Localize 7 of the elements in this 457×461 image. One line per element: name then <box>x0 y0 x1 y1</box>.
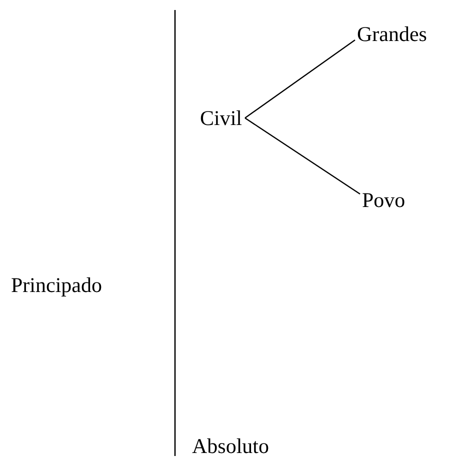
node-label: Principado <box>11 273 102 297</box>
node-label: Absoluto <box>192 434 270 458</box>
node-label: Civil <box>200 106 242 130</box>
node-label: Grandes <box>357 22 427 46</box>
connector-line <box>244 40 356 118</box>
connector-line <box>244 118 360 194</box>
node-label: Povo <box>362 188 406 212</box>
